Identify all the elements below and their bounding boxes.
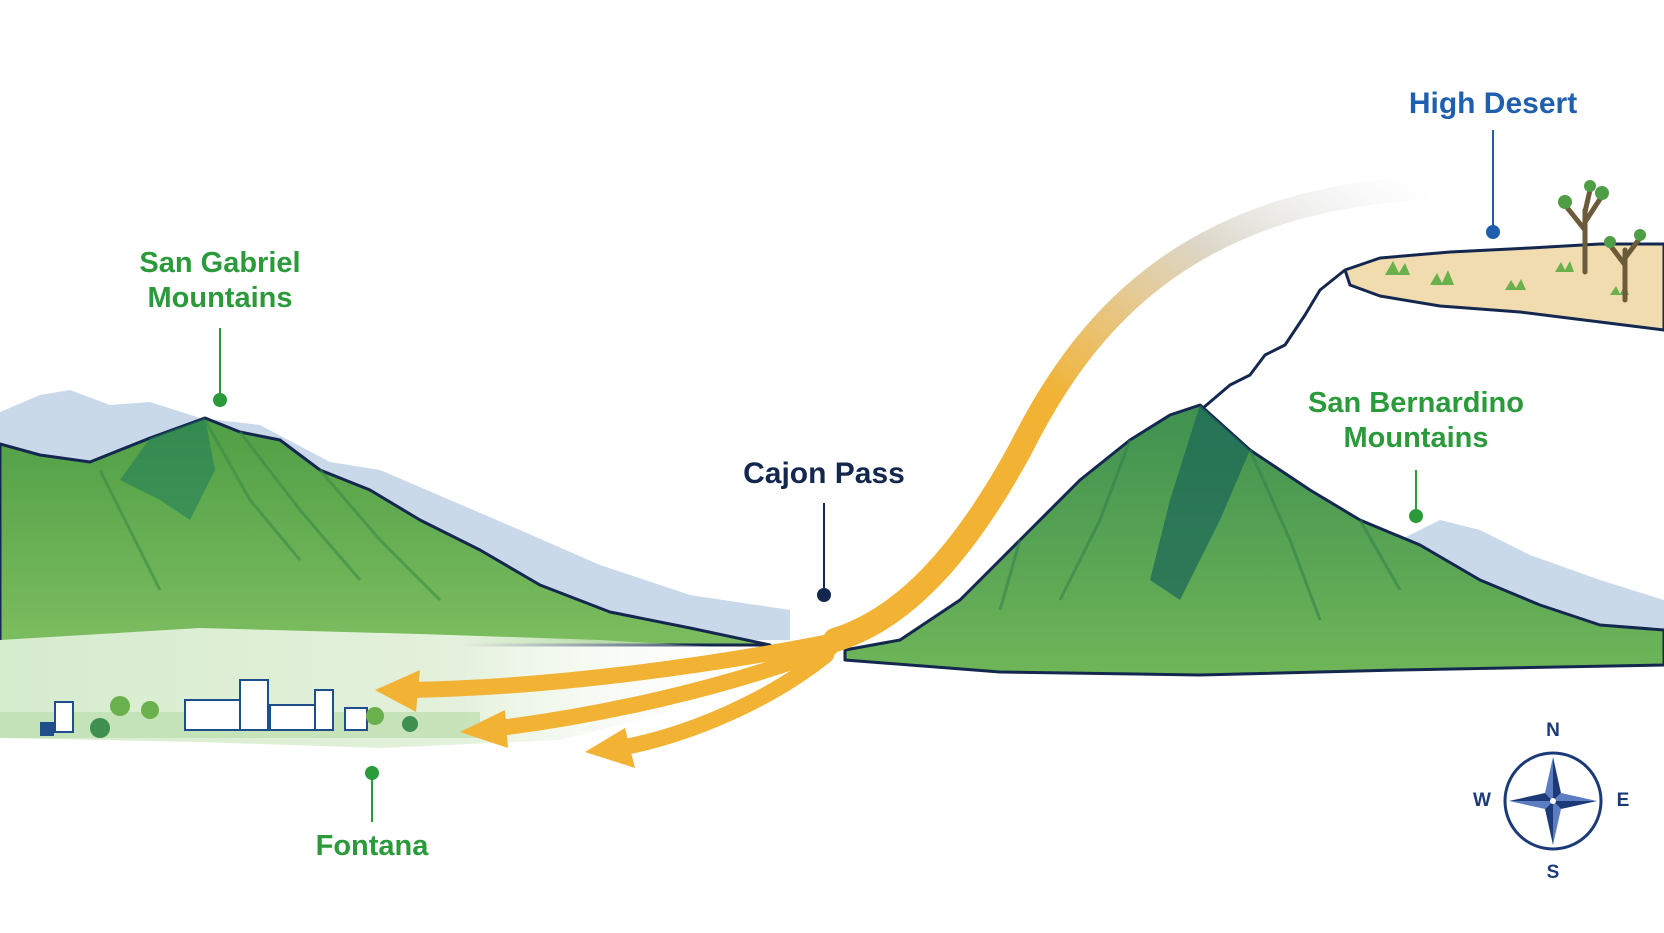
cajon-pass-label: Cajon Pass xyxy=(743,457,905,490)
wind-arrow-top-head xyxy=(375,670,420,712)
san-gabriel-label: San Gabriel Mountains xyxy=(100,246,340,316)
high-desert-label: High Desert xyxy=(1408,87,1578,120)
escarpment-line xyxy=(1202,268,1346,410)
san-bernardino-shadow xyxy=(1150,405,1250,600)
compass-west: W xyxy=(1473,790,1491,811)
wind-stream-upper xyxy=(823,176,1437,652)
compass-east: E xyxy=(1616,790,1630,811)
wind-arrow-middle xyxy=(492,640,838,736)
san-bernardino-label-line2: Mountains xyxy=(1343,422,1489,454)
compass-north: N xyxy=(1546,720,1560,741)
san-bernardino-label-line1: San Bernardino xyxy=(1308,387,1524,419)
fontana-label: Fontana xyxy=(315,830,429,862)
san-gabriel-label-line1: San Gabriel xyxy=(139,247,301,279)
san-gabriel-label-line2: Mountains xyxy=(147,282,293,314)
san-bernardino-range xyxy=(843,403,1664,677)
san-bernardino-ridge-lines xyxy=(998,439,1402,621)
wind-arrow-middle-head xyxy=(460,710,508,748)
leader-lines xyxy=(213,130,1500,822)
joshua-tree-tufts xyxy=(1558,180,1646,248)
wind-arrow-top xyxy=(400,632,848,698)
fontana-city xyxy=(0,679,480,738)
joshua-trees xyxy=(1562,187,1643,303)
compass-south: S xyxy=(1546,862,1560,883)
wind-arrow-bottom-head xyxy=(585,728,635,768)
san-gabriel-ridge-lines xyxy=(98,419,442,602)
wind-arrow-bottom xyxy=(612,647,834,756)
compass-rose xyxy=(1503,751,1603,851)
san-bernardino-label: San Bernardino Mountains xyxy=(1286,386,1546,456)
san-gabriel-shadow xyxy=(120,418,215,520)
